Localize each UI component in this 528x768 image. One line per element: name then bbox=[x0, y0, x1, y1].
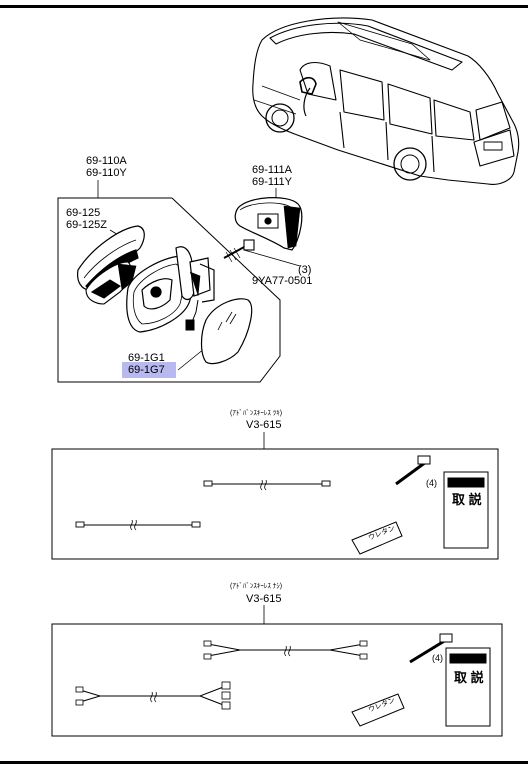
top-rule bbox=[0, 5, 528, 8]
label-kit-b-manual: 取 説 bbox=[454, 670, 484, 685]
mirror-base-bracket bbox=[85, 261, 137, 305]
label-kit-a-qty: (4) bbox=[426, 478, 437, 488]
kit-b-box bbox=[51, 605, 503, 737]
label-cover-lh-2[interactable]: 69-125Z bbox=[66, 219, 107, 231]
label-kit-b-note: (ｱﾄﾞﾊﾞﾝｽｷｰﾚｽ ﾅｼ) bbox=[230, 583, 283, 590]
label-bolt-qty: (3) bbox=[298, 264, 312, 276]
label-bolt-part[interactable]: 9YA77-0501 bbox=[252, 275, 313, 287]
car-illustration bbox=[252, 17, 520, 185]
selected-part-highlight bbox=[122, 362, 176, 378]
label-mirror-assy-1[interactable]: 69-110A bbox=[86, 155, 127, 167]
mirror-cover-rh bbox=[234, 197, 303, 251]
bottom-rule bbox=[0, 761, 528, 764]
label-kit-a-note: (ｱﾄﾞﾊﾞﾝｽｷｰﾚｽ ﾂｷ) bbox=[230, 410, 283, 417]
label-kit-b-qty: (4) bbox=[432, 653, 443, 663]
label-cover-rh-1[interactable]: 69-111A bbox=[252, 164, 292, 176]
label-kit-b-code[interactable]: V3-615 bbox=[246, 593, 282, 605]
mirror-harness bbox=[185, 299, 199, 331]
label-mirror-assy-2[interactable]: 69-110Y bbox=[86, 167, 127, 179]
mirror-bolt bbox=[223, 239, 255, 263]
label-glass-2[interactable]: 69-1G7 bbox=[128, 364, 165, 376]
label-glass-1[interactable]: 69-1G1 bbox=[128, 352, 165, 364]
mirror-glass-part bbox=[200, 298, 253, 365]
mirror-housing bbox=[126, 246, 215, 333]
label-kit-a-code[interactable]: V3-615 bbox=[246, 419, 282, 431]
label-cover-lh-1[interactable]: 69-125 bbox=[66, 207, 101, 219]
label-cover-rh-2[interactable]: 69-111Y bbox=[252, 176, 292, 188]
label-kit-a-manual: 取 説 bbox=[452, 492, 482, 507]
kit-a-box bbox=[51, 432, 499, 560]
